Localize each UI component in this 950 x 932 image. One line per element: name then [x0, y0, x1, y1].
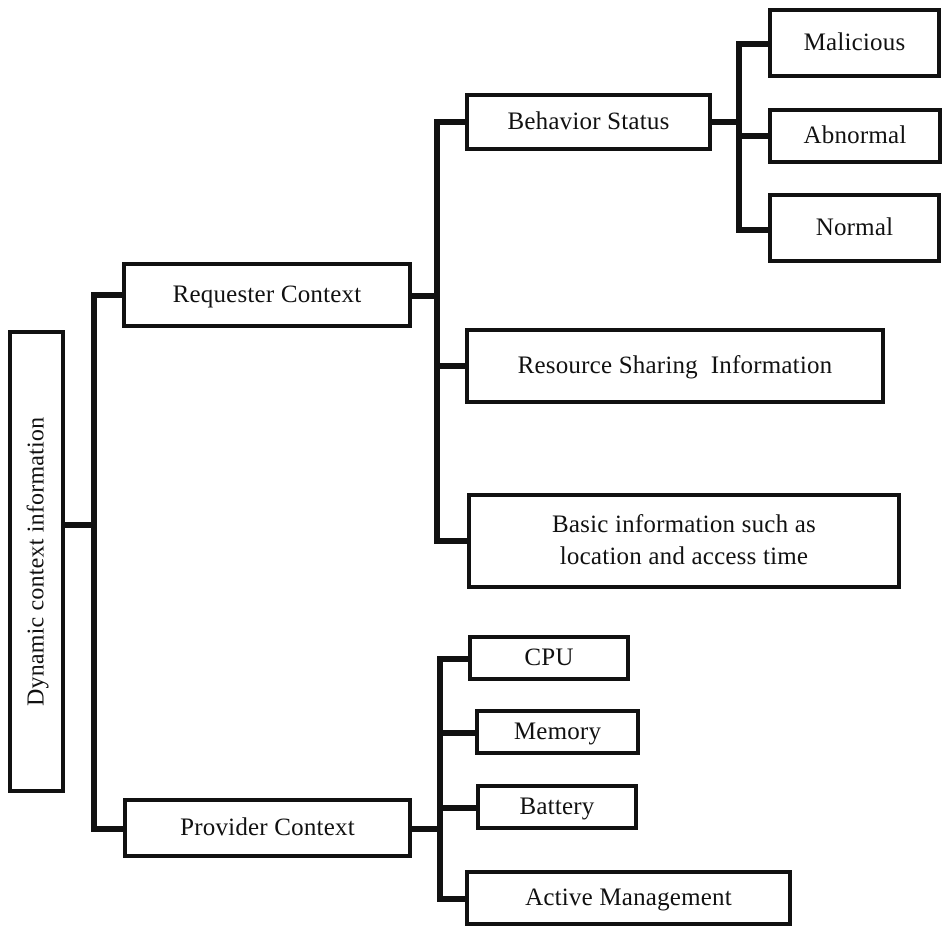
- node-label-normal: Normal: [815, 214, 894, 241]
- edge-root-stub: [65, 522, 97, 528]
- node-dynamic-context-information: Dynamic context information: [8, 330, 65, 793]
- edge-behavior-to-normal: [736, 227, 770, 233]
- edge-requester-to-resource-sharing: [434, 363, 467, 369]
- edge-provider-trunk: [437, 656, 443, 902]
- edge-provider-to-battery: [437, 805, 478, 811]
- node-malicious: Malicious: [768, 8, 941, 78]
- node-label-provider-context: Provider Context: [180, 814, 355, 841]
- edge-requester-to-behavior-status: [434, 119, 467, 125]
- node-label-cpu: CPU: [524, 644, 574, 671]
- edge-provider-to-active-management: [437, 896, 467, 902]
- edge-requester-to-basic-information: [434, 538, 468, 544]
- edge-behavior-status-stub: [712, 119, 740, 125]
- edge-root-trunk: [91, 292, 97, 830]
- node-label-behavior-status: Behavior Status: [507, 108, 670, 135]
- edge-requester-stub: [412, 293, 440, 299]
- node-label-battery: Battery: [519, 793, 595, 820]
- node-battery: Battery: [476, 784, 638, 830]
- node-requester-context: Requester Context: [122, 262, 412, 328]
- node-label-root: Dynamic context information: [23, 416, 50, 707]
- node-abnormal: Abnormal: [768, 108, 942, 164]
- edge-root-to-provider: [91, 826, 125, 832]
- node-cpu: CPU: [468, 635, 630, 681]
- node-label-active-management: Active Management: [525, 884, 732, 911]
- node-active-management: Active Management: [465, 870, 792, 926]
- node-resource-sharing-information: Resource Sharing Information: [465, 328, 885, 404]
- node-basic-information: Basic information such as location and a…: [467, 493, 901, 589]
- edge-behavior-to-malicious: [736, 41, 770, 47]
- node-label-resource-sharing-information: Resource Sharing Information: [517, 352, 833, 379]
- edge-provider-to-memory: [437, 730, 477, 736]
- edge-provider-stub: [412, 826, 440, 832]
- node-label-requester-context: Requester Context: [172, 281, 362, 308]
- node-normal: Normal: [768, 193, 941, 263]
- edge-provider-to-cpu: [437, 656, 470, 662]
- edge-behavior-to-abnormal: [736, 133, 770, 139]
- node-memory: Memory: [475, 709, 640, 755]
- edge-requester-trunk: [434, 119, 440, 542]
- edge-root-to-requester: [91, 292, 124, 298]
- node-label-basic-information: Basic information such as location and a…: [552, 511, 816, 570]
- node-label-malicious: Malicious: [803, 29, 906, 56]
- node-label-abnormal: Abnormal: [803, 122, 907, 149]
- node-label-memory: Memory: [513, 718, 602, 745]
- node-behavior-status: Behavior Status: [465, 93, 712, 151]
- node-provider-context: Provider Context: [123, 798, 412, 858]
